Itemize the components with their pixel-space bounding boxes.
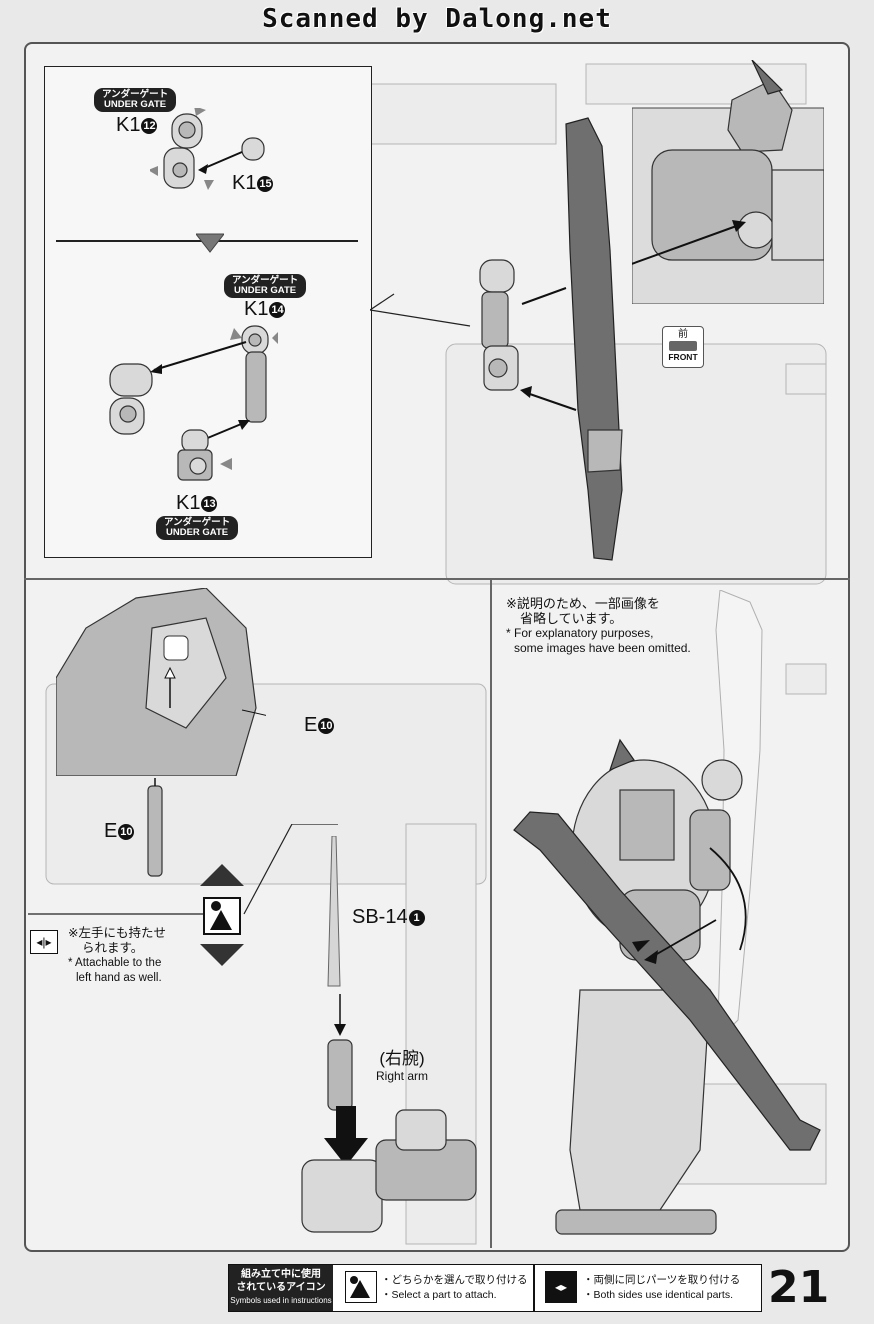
saber-hilt-drawing	[327, 994, 353, 1111]
sd-robot-holding-katana-drawing	[513, 590, 821, 1235]
icon-legend: 組み立て中に使用 されているアイコン Symbols used in instr…	[228, 1264, 762, 1312]
both-sides-icon: ◂|▸	[30, 930, 58, 954]
part-k1-12-drawing	[150, 108, 265, 190]
peg-e10-drawing	[147, 778, 163, 877]
select-part-icon	[345, 1271, 377, 1303]
panel-divider-horizontal	[24, 578, 850, 580]
option-selector-lines	[28, 824, 338, 966]
page-number: 21	[768, 1262, 830, 1313]
select-part-legend: ・どちらかを選んで取り付ける ・Select a part to attach.	[381, 1274, 528, 1301]
scanned-by-watermark: Scanned by Dalong.net	[262, 4, 612, 34]
beam-saber-blade-drawing	[327, 836, 341, 987]
right-arm-hand-drawing	[301, 1106, 477, 1233]
left-hand-note: ※左手にも持たせ られます。 * Attachable to the left …	[68, 926, 166, 984]
step-down-arrow-icon	[196, 233, 224, 253]
both-sides-legend-icon: ◂▸	[545, 1271, 577, 1303]
robot-shoulder-drawing	[56, 588, 266, 776]
callout-lines	[370, 293, 471, 327]
legend-title: 組み立て中に使用 されているアイコン Symbols used in instr…	[229, 1265, 333, 1311]
front-direction-badge: 前 FRONT	[662, 326, 704, 368]
katana-arm-assembly-drawing	[479, 117, 623, 561]
part-k1-13-drawing	[177, 429, 232, 481]
front-arrow-icon	[669, 341, 697, 351]
right-arm-label: (右腕) Right arm	[376, 1049, 429, 1083]
both-sides-legend: ・両側に同じパーツを取り付ける ・Both sides use identica…	[583, 1274, 741, 1301]
explanatory-note: ※説明のため、一部画像を 省略しています。 * For explanatory …	[506, 596, 691, 655]
legend-separator	[533, 1265, 535, 1311]
panel-divider-vertical	[490, 578, 492, 1248]
part-k1-14-drawing	[109, 325, 278, 443]
robot-upper-body-drawing	[632, 60, 824, 304]
